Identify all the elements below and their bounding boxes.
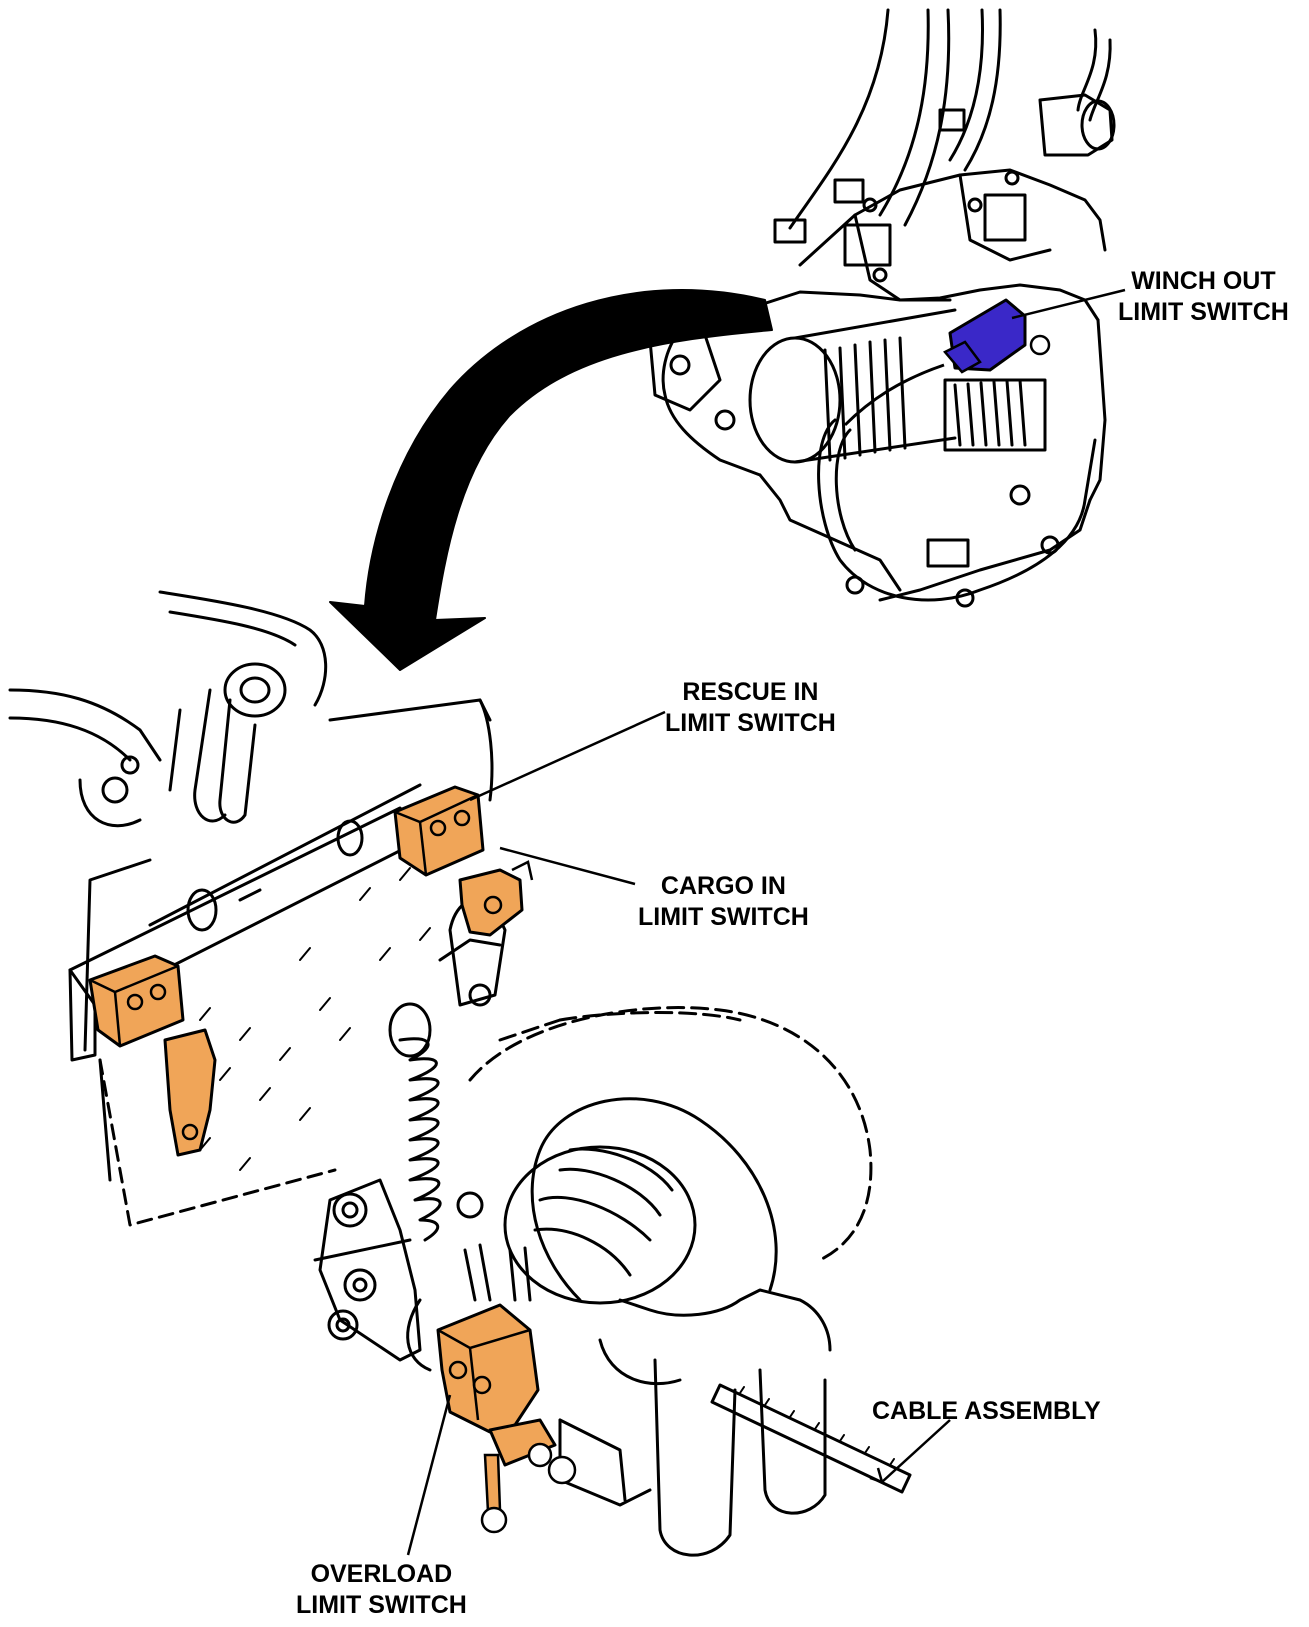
- winch-out-label-line-1: WINCH OUT: [1131, 267, 1276, 295]
- winch-out-limit-switch: [843, 298, 1051, 427]
- winch-out-leader: [1011, 288, 1126, 320]
- rescue-in-leader: [469, 710, 666, 802]
- curved-arrow: [329, 289, 773, 671]
- cable-assembly-label-line-1: CABLE ASSEMBLY: [872, 1397, 1101, 1425]
- lower-left-limit-switch: [88, 954, 217, 1157]
- winch-assembly-drawing: [648, 8, 1116, 608]
- cargo-in-leader: [499, 846, 636, 886]
- overload-limit-switch-label: OVERLOAD LIMIT SWITCH: [296, 1559, 467, 1621]
- overload-leader: [406, 1394, 452, 1556]
- cable-assembly-arrowhead: [869, 1467, 884, 1484]
- cargo-in-limit-switch: [458, 860, 534, 937]
- winch-out-limit-switch-label: WINCH OUT LIMIT SWITCH: [1118, 266, 1289, 328]
- overload-label-line-1: OVERLOAD: [310, 1560, 453, 1588]
- cable-assembly-label: CABLE ASSEMBLY: [872, 1396, 1101, 1427]
- rescue-in-limit-switch: [393, 785, 485, 877]
- cargo-in-label-line-1: CARGO IN: [660, 872, 786, 900]
- rescue-in-label-line-1: RESCUE IN: [682, 678, 819, 706]
- leader-lines: [406, 288, 1126, 1556]
- mounting-plate-assembly-drawing: [8, 590, 912, 1557]
- cargo-in-label-line-2: LIMIT SWITCH: [638, 903, 809, 931]
- rescue-in-limit-switch-label: RESCUE IN LIMIT SWITCH: [665, 677, 836, 739]
- overload-label-line-2: LIMIT SWITCH: [296, 1591, 467, 1619]
- rescue-in-label-line-2: LIMIT SWITCH: [665, 709, 836, 737]
- overload-limit-switch: [436, 1303, 577, 1534]
- cargo-in-limit-switch-label: CARGO IN LIMIT SWITCH: [638, 871, 809, 933]
- winch-out-label-line-2: LIMIT SWITCH: [1118, 298, 1289, 326]
- cable-assembly-leader: [881, 1419, 951, 1483]
